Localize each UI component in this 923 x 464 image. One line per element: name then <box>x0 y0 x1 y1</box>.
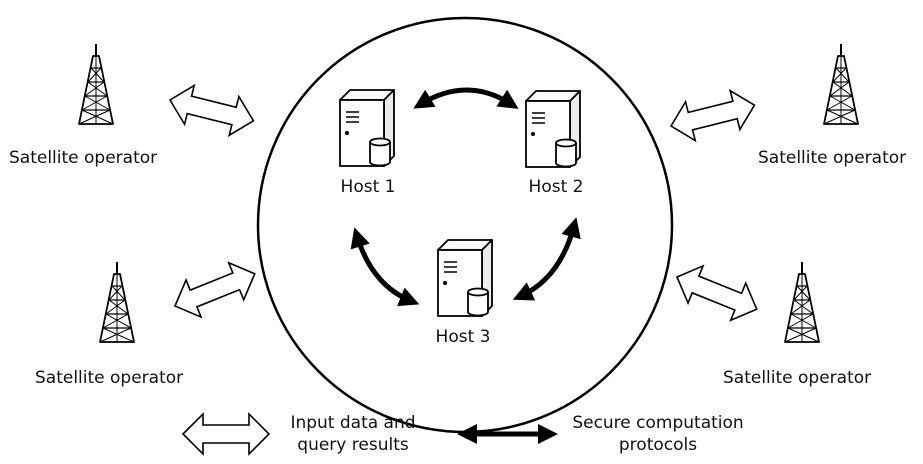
host-2-label: Host 2 <box>528 177 584 197</box>
data-arrow-bottom-right <box>668 257 766 329</box>
host-3-server-icon <box>437 239 493 317</box>
radio-tower-icon-bottom-left <box>99 261 135 343</box>
host-3-label: Host 3 <box>435 327 491 347</box>
legend-hollow-label-line2: query results <box>297 435 409 455</box>
radio-tower-icon-top-left <box>78 43 114 125</box>
legend-hollow-arrow <box>182 413 270 455</box>
operator-label-bottom-left: Satellite operator <box>35 368 184 388</box>
data-arrow-top-left <box>164 79 260 142</box>
host-1-server-icon <box>339 89 395 167</box>
legend-hollow-label-line1: Input data and <box>290 413 416 433</box>
secure-arrow-host1-host2 <box>413 87 519 109</box>
secure-arrow-host2-host3 <box>512 217 581 301</box>
secure-arrow-host1-host3 <box>350 227 420 307</box>
operator-label-top-left: Satellite operator <box>9 148 158 168</box>
radio-tower-icon-bottom-right <box>784 261 820 343</box>
legend-solid-label-line2: protocols <box>618 435 698 455</box>
data-arrow-bottom-left <box>166 254 264 326</box>
legend-solid-label-line1: Secure computation <box>572 413 744 433</box>
radio-tower-icon-top-right <box>823 43 859 125</box>
operator-label-bottom-right: Satellite operator <box>723 368 872 388</box>
host-1-label: Host 1 <box>340 177 396 197</box>
host-network-circle <box>256 16 674 434</box>
operator-label-top-right: Satellite operator <box>758 148 907 168</box>
host-2-server-icon <box>525 90 581 168</box>
data-arrow-top-right <box>665 84 761 147</box>
